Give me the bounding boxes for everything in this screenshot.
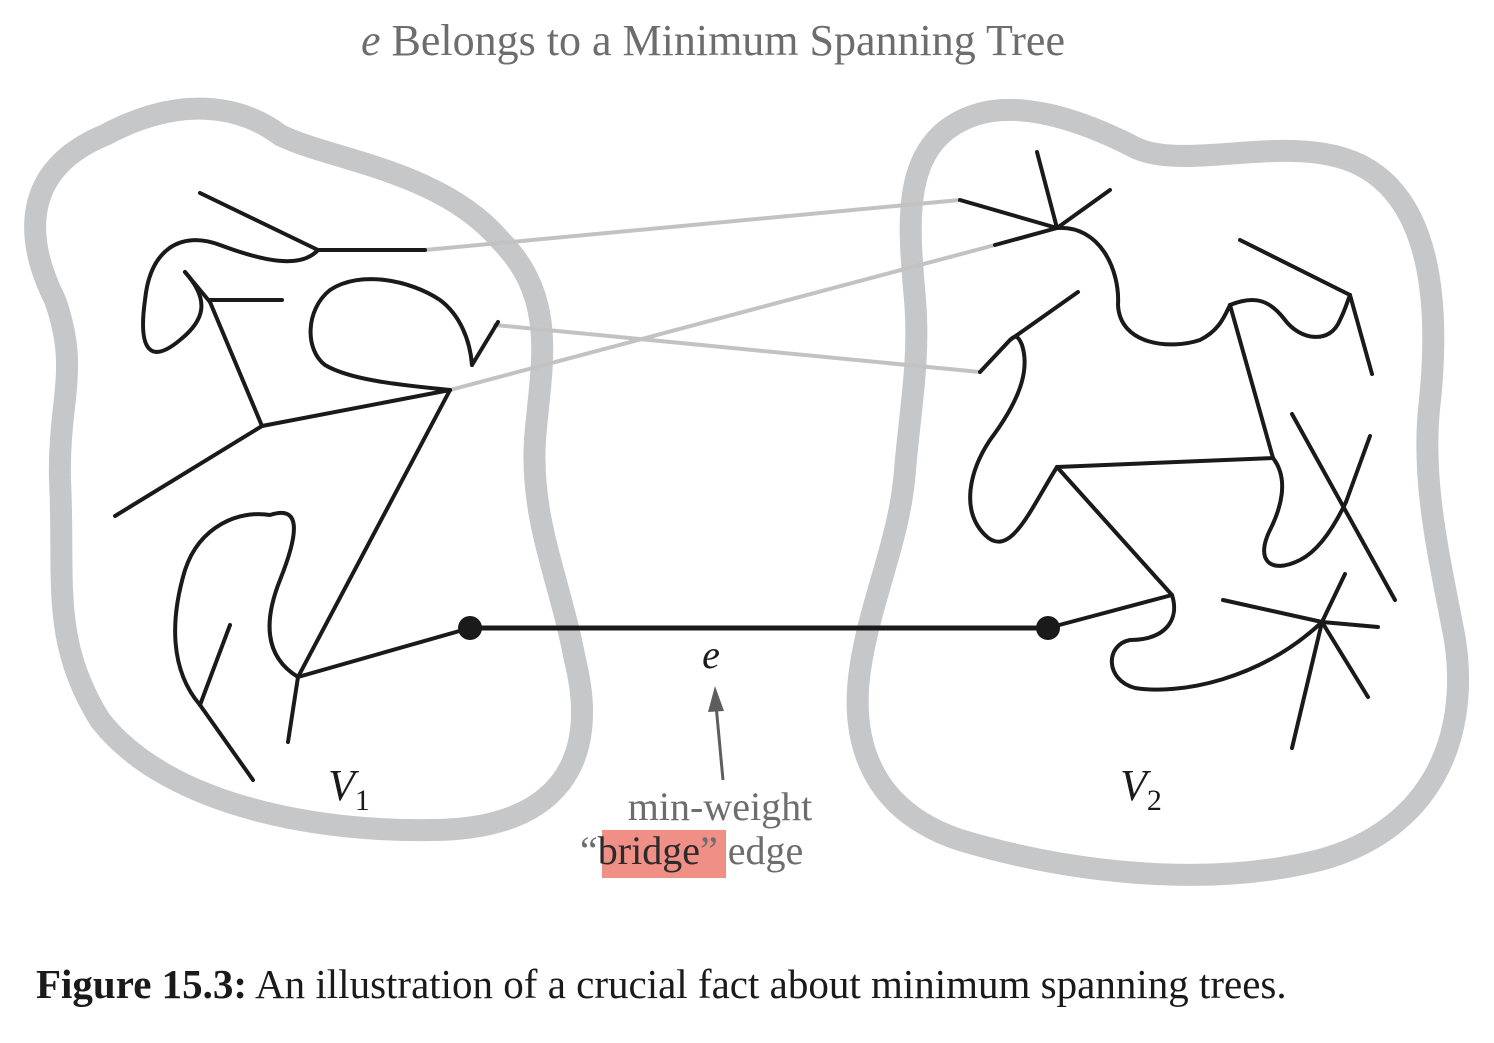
figure-caption: Figure 15.3: An illustration of a crucia… (36, 961, 1287, 1007)
tree-v2-edge (1290, 412, 1397, 602)
caption-text: An illustration of a crucial fact about … (247, 961, 1287, 1007)
annotation-bridge-word: bridge (598, 828, 700, 873)
tree-v2-edge (1320, 572, 1347, 624)
annotation-arrow-line (714, 704, 725, 781)
tree-v1-edge (198, 191, 320, 252)
tree-v1-edge (208, 300, 264, 428)
tree-v2-edge (1035, 150, 1059, 230)
annotation-arrow-head (708, 686, 724, 712)
bridge-endpoint-v1 (458, 616, 482, 640)
tree-v2-edge (1221, 598, 1324, 624)
crossing-edge-2 (448, 243, 997, 392)
bridge-highlight (602, 830, 726, 878)
tree-v2-edge (978, 338, 1012, 374)
crossing-edge-3 (493, 323, 982, 374)
diagram-title: e Belongs to a Minimum Spanning Tree (361, 16, 1065, 65)
tree-v1-edge (260, 388, 452, 428)
tree-v1-edge (470, 320, 500, 367)
annotation-bridge-edge: “bridge” edge (580, 828, 803, 873)
tree-v2-edge (1320, 620, 1370, 699)
tree-v1-edge (198, 703, 255, 782)
tree-v2 (958, 150, 1397, 750)
tree-v1-edge (308, 277, 474, 392)
crossing-edge-1 (423, 198, 962, 252)
tree-v2-edge (1055, 188, 1112, 230)
tree-v2-edge (1238, 238, 1352, 297)
tree-v2-edge (1228, 303, 1275, 460)
tree-v2-edge (1055, 456, 1275, 469)
tree-v1-edge (198, 623, 232, 707)
tree-v2-edge (1008, 290, 1080, 342)
tree-v1-edge (296, 388, 452, 679)
tree-v1-edge (286, 675, 300, 744)
set-label-v2: V2 (1120, 761, 1162, 817)
tree-v2-edge (1320, 620, 1380, 629)
region-v1-outline (24, 97, 593, 842)
annotation-min-weight: min-weight (628, 784, 812, 829)
tree-v1 (113, 191, 500, 782)
tree-v2-edge (1344, 434, 1372, 504)
set-label-v1-main: V (328, 761, 360, 810)
caption-label: Figure 15.3: (36, 961, 247, 1007)
tree-v2-edge (1055, 465, 1174, 597)
tree-v2-edge (1055, 225, 1232, 347)
region-v2-outline (846, 98, 1469, 886)
title-rest: Belongs to a Minimum Spanning Tree (381, 16, 1065, 65)
set-label-v2-main: V (1120, 761, 1152, 810)
title-italic-e: e (361, 16, 381, 65)
tree-v2-edge (1262, 456, 1348, 568)
annotation-open-quote: “ (580, 828, 598, 873)
tree-v2-edge (1290, 620, 1324, 750)
set-label-v1: V1 (328, 761, 370, 817)
set-label-v1-sub: 1 (355, 784, 370, 817)
tree-v1-edge (173, 510, 300, 707)
tree-v2-edge (968, 334, 1059, 544)
tree-v1-edge (113, 424, 264, 518)
tree-v2-edge (1228, 293, 1352, 339)
tree-v2-edge (993, 226, 1059, 247)
set-label-v2-sub: 2 (1147, 784, 1162, 817)
tree-v2-edge (1348, 293, 1374, 376)
edge-label-e: e (702, 632, 720, 677)
tree-v2-edge (1109, 593, 1324, 692)
annotation-close-quote: ” edge (700, 828, 803, 873)
tree-v1-edge (141, 238, 320, 354)
tree-v2-edge (1046, 593, 1174, 630)
tree-v1-edge (296, 626, 472, 679)
tree-v1-edge (183, 270, 212, 304)
tree-v2-edge (958, 198, 1059, 230)
bridge-endpoint-v2 (1036, 616, 1060, 640)
